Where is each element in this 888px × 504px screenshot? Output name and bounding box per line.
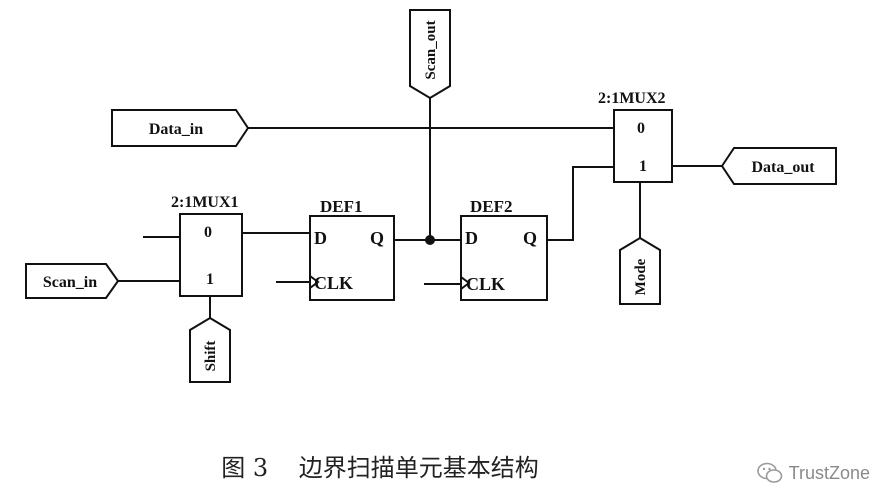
watermark-text: TrustZone [788, 462, 870, 483]
dff1: DEF1 D Q CLK [309, 197, 395, 301]
figure-number: 图 3 [221, 454, 269, 482]
port-shift: Shift [189, 316, 231, 383]
port-data-in: Data_in [111, 109, 250, 147]
mux1: 2:1MUX1 0 1 [171, 194, 243, 297]
port-mode: Mode [619, 236, 661, 305]
dff1-clk-label: CLK [314, 273, 353, 293]
port-scan-in-label: Scan_in [43, 274, 97, 291]
dff2-d-label: D [465, 228, 478, 248]
wechat-icon [756, 462, 783, 484]
figure-caption: 图 3 边界扫描单元基本结构 [0, 448, 760, 483]
port-scan-out: Scan_out [409, 9, 451, 100]
mux2-in0-label: 0 [637, 120, 645, 137]
mux1-in1-label: 1 [206, 271, 214, 288]
port-scan-in: Scan_in [25, 263, 120, 299]
mux2-in1-label: 1 [639, 158, 647, 175]
dff2-box [460, 215, 548, 301]
dff2-name: DEF2 [470, 197, 513, 216]
port-data-in-label: Data_in [149, 121, 203, 138]
dff1-q-label: Q [370, 228, 384, 248]
dff2: DEF2 D Q CLK [460, 197, 548, 301]
mux2-box [613, 109, 673, 183]
port-mode-label: Mode [633, 258, 649, 295]
boundary-scan-cell-diagram: 2:1MUX1 0 1 DEF1 D Q CLK DEF2 D Q CLK 2:… [25, 9, 837, 383]
mux1-name: 2:1MUX1 [171, 194, 239, 211]
port-scan-out-label: Scan_out [423, 20, 439, 79]
port-data-out-label: Data_out [751, 159, 815, 176]
mux1-in0-label: 0 [204, 224, 212, 241]
dff1-clk-triangle [309, 275, 320, 289]
wire-def2-to-mux2 [547, 166, 614, 241]
dff2-q-label: Q [523, 228, 537, 248]
mux2: 2:1MUX2 0 1 [598, 90, 673, 183]
dff1-name: DEF1 [320, 197, 363, 216]
dff2-clk-label: CLK [466, 274, 505, 294]
port-shift-label: Shift [203, 341, 219, 372]
junction-dot [425, 235, 435, 245]
mux1-box [179, 213, 243, 297]
dff1-d-label: D [314, 228, 327, 248]
mux2-name: 2:1MUX2 [598, 90, 666, 107]
port-data-out: Data_out [720, 147, 837, 185]
dff2-clk-triangle [460, 276, 471, 290]
figure-title: 边界扫描单元基本结构 [298, 454, 539, 482]
dff1-box [309, 215, 395, 301]
watermark: TrustZone [756, 462, 870, 484]
